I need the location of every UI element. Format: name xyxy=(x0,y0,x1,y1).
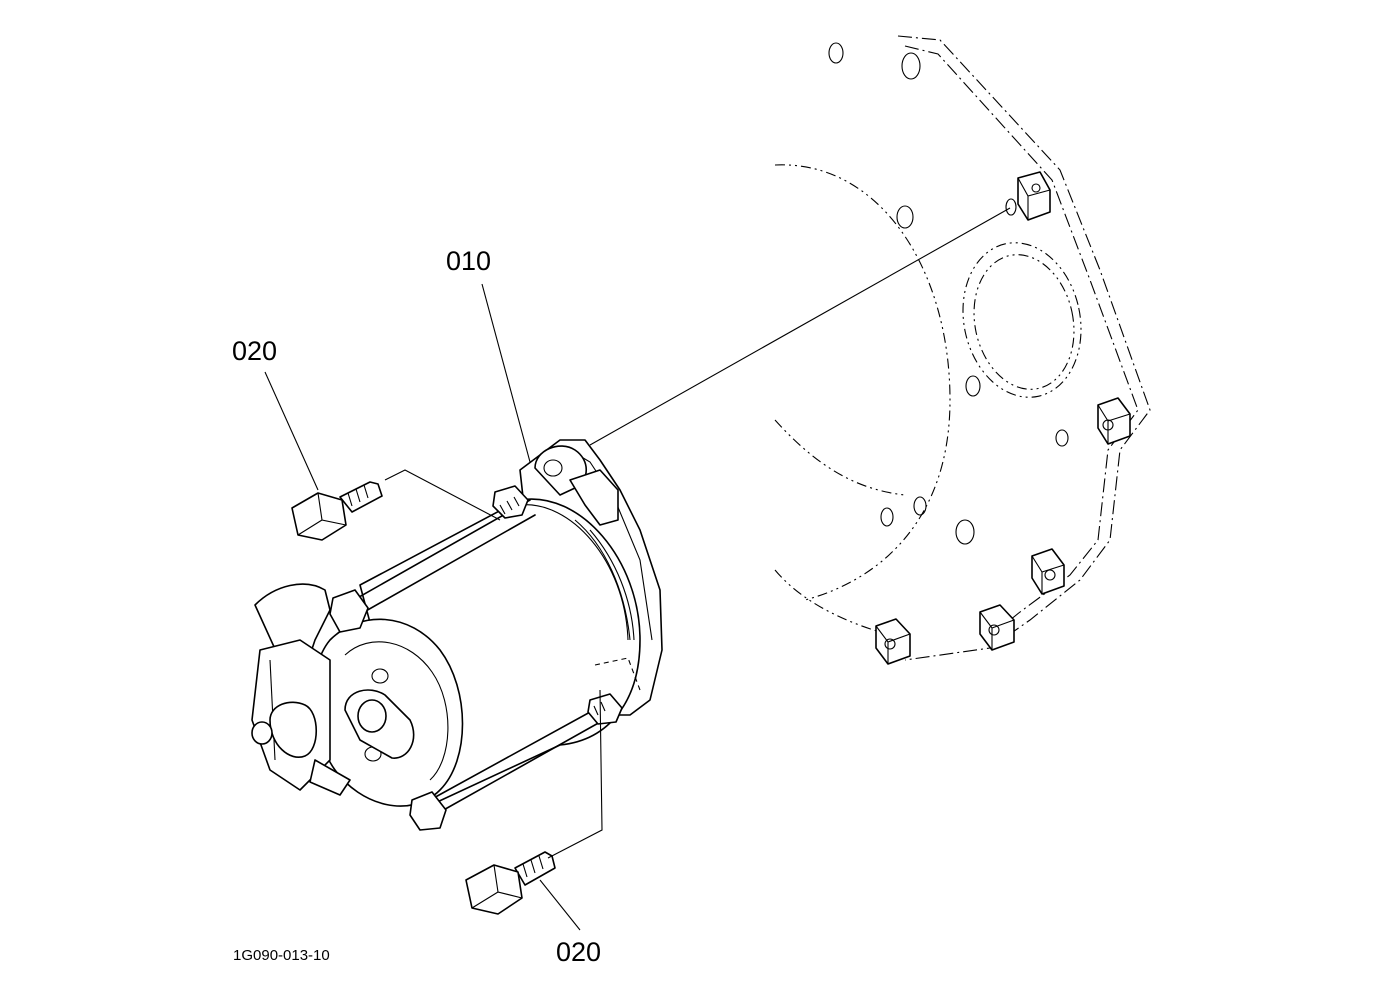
square-nut xyxy=(1097,397,1131,445)
callout-020-bottom: 020 xyxy=(556,937,601,967)
alignment-line xyxy=(589,207,1011,446)
square-nut xyxy=(1031,548,1065,595)
leader-lines xyxy=(264,283,603,931)
callout-020-top: 020 xyxy=(232,336,277,366)
bolt-020-bottom xyxy=(465,851,556,915)
square-nut xyxy=(1017,171,1051,221)
flywheel-housing-plate xyxy=(774,35,1151,665)
square-nut xyxy=(875,618,911,665)
callout-010: 010 xyxy=(446,246,491,276)
square-nut xyxy=(979,604,1015,651)
figure-code: 1G090-013-10 xyxy=(233,947,330,964)
bolt-020-top xyxy=(291,481,383,541)
starter-motor xyxy=(251,439,663,831)
